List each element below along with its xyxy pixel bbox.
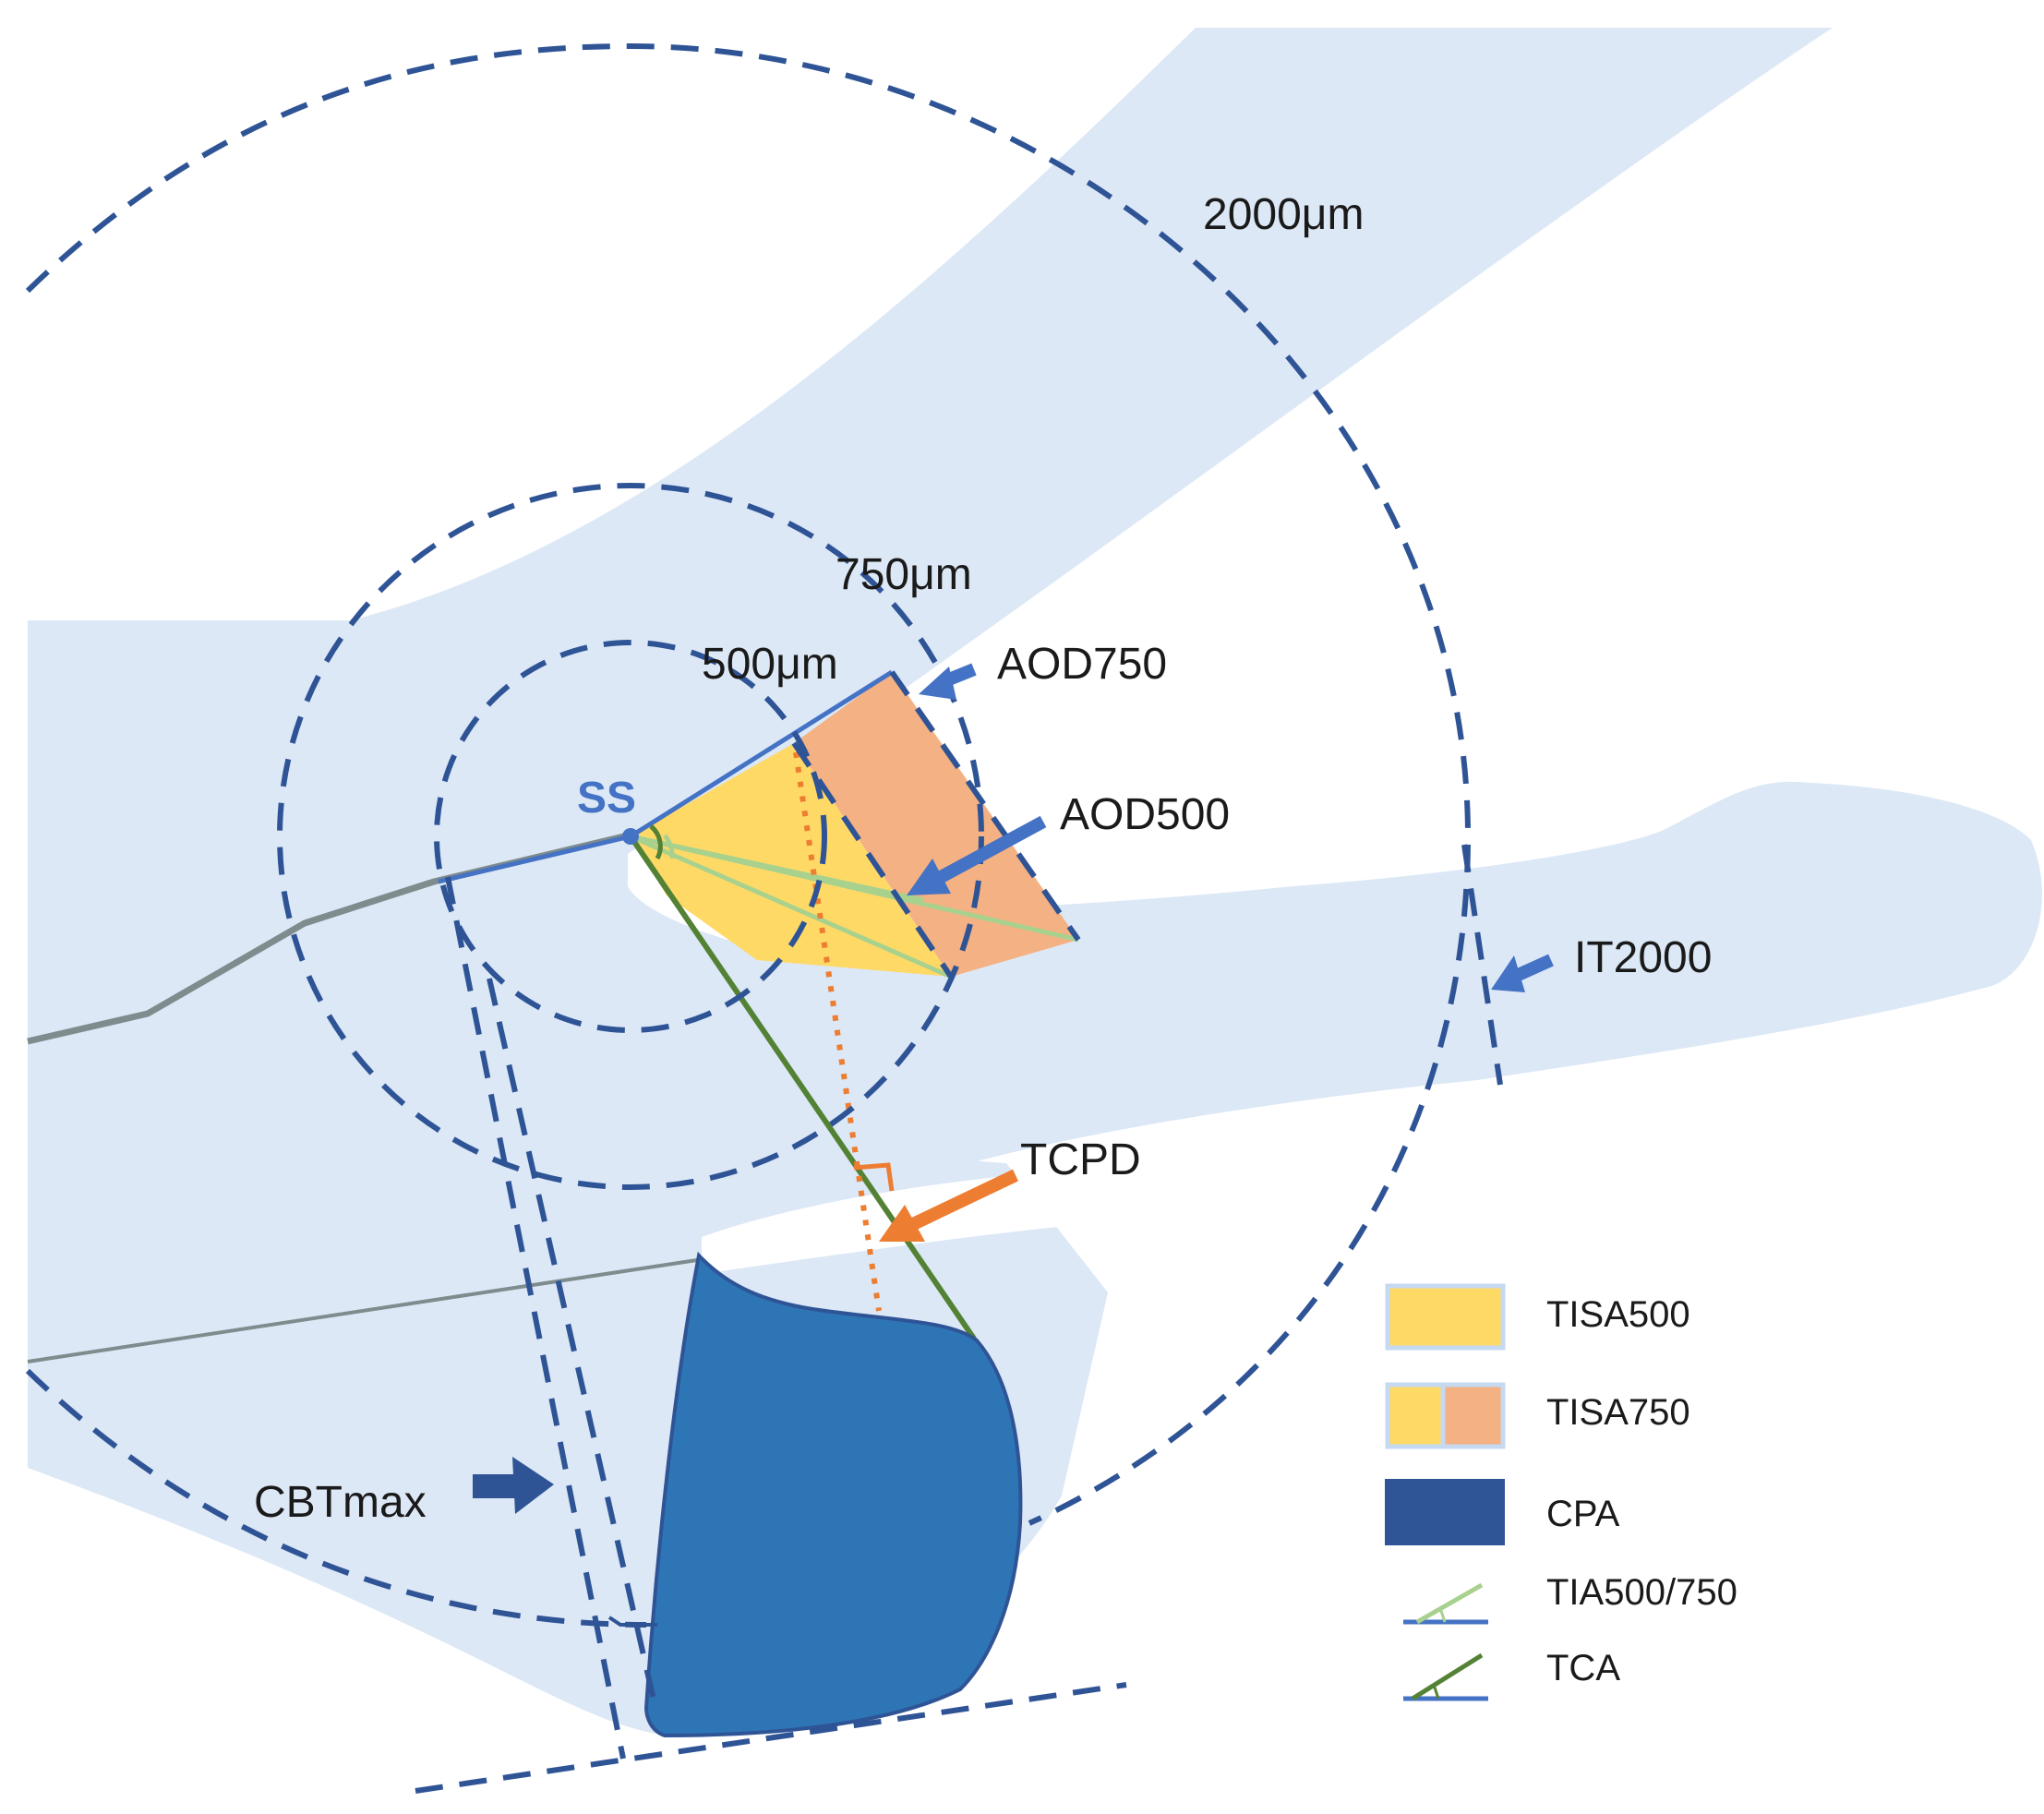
aod750-dashed xyxy=(889,670,1081,942)
tia-lines xyxy=(629,834,1079,979)
gray-boundary-line-lower xyxy=(27,1258,698,1364)
tcpd-right-angle xyxy=(853,1162,895,1192)
cornea-band xyxy=(28,28,1833,932)
tisa500-region xyxy=(631,743,951,977)
arrow-aod500 xyxy=(907,815,1047,895)
arrow-it2000 xyxy=(1491,954,1554,992)
circle-2000 xyxy=(25,42,1472,1526)
tia500-line xyxy=(629,834,953,979)
label-2000um: 2000μm xyxy=(1203,190,1364,239)
circle-2000-lower-arc xyxy=(25,1368,647,1628)
tisa750-extra-region xyxy=(794,672,1078,977)
cbt-tick xyxy=(607,1616,657,1627)
tcpd-line xyxy=(793,751,882,1312)
tia-angle-arc xyxy=(662,834,675,859)
arrow-aod750 xyxy=(919,663,977,700)
ss-label: SS xyxy=(577,774,636,823)
tisa500-swatch xyxy=(1385,1283,1506,1351)
cpa-swatch xyxy=(1385,1479,1505,1545)
cbt-line-right xyxy=(487,978,658,1709)
cbt-line-left xyxy=(445,876,626,1760)
arrow-cbtmax xyxy=(473,1457,554,1514)
scleral-spur-marker xyxy=(622,828,639,845)
cpa-shape xyxy=(643,1251,1023,1738)
circle-500 xyxy=(434,640,827,1033)
arrow-tcpd xyxy=(879,1169,1019,1242)
legend-label-tia: TIA500/750 xyxy=(1546,1572,1737,1613)
tca-angle-arc xyxy=(649,824,663,860)
iris-surface-line xyxy=(438,834,631,884)
legend-label-cpa: CPA xyxy=(1546,1494,1620,1534)
label-aod500: AOD500 xyxy=(1060,790,1230,839)
cpa-base-line xyxy=(415,1682,1127,1794)
tia-ref-line xyxy=(630,834,924,903)
legend-label-tisa500: TISA500 xyxy=(1546,1294,1690,1335)
legend: TISA500 TISA750 CPA TIA500/750 TCA xyxy=(1385,1283,1737,1701)
tisa750-swatch-right xyxy=(1440,1382,1506,1449)
circle-750 xyxy=(277,483,984,1190)
legend-label-tisa750: TISA750 xyxy=(1546,1392,1690,1433)
label-750um: 750μm xyxy=(836,550,972,599)
aod500-line xyxy=(791,741,954,979)
label-it2000: IT2000 xyxy=(1574,933,1712,982)
it2000-line xyxy=(1461,844,1503,1086)
label-tcpd: TCPD xyxy=(1020,1135,1141,1184)
label-aod750: AOD750 xyxy=(997,640,1167,689)
tisa750-swatch-left xyxy=(1385,1382,1446,1449)
label-500um: 500μm xyxy=(702,640,838,689)
legend-label-tca: TCA xyxy=(1546,1648,1620,1688)
iris-band xyxy=(637,781,2042,1191)
label-cbtmax: CBTmax xyxy=(254,1478,427,1527)
tca-angle-icon xyxy=(1403,1652,1488,1701)
tca-line xyxy=(628,835,977,1340)
aod750-line xyxy=(629,669,894,839)
tia-angle-icon xyxy=(1403,1582,1488,1625)
dashed-lines xyxy=(25,42,1503,1794)
